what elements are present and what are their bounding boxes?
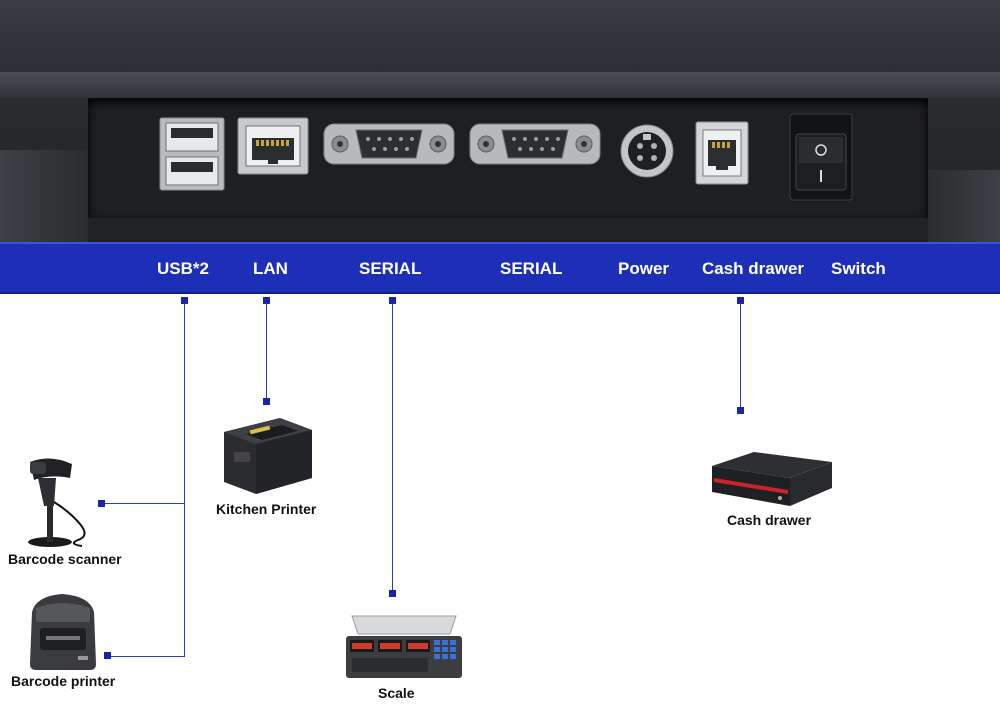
panel-ledge	[0, 72, 1000, 98]
port-label-bar: USB*2 LAN SERIAL SERIAL Power Cash drawe…	[0, 242, 1000, 294]
terminal-back-panel	[0, 0, 1000, 245]
usb-port-icon	[159, 117, 225, 191]
connector-dot-barcode-printer	[104, 652, 111, 659]
connector-line-usb	[184, 303, 185, 657]
barcode-scanner-icon	[28, 458, 86, 547]
connector-line-lan	[266, 303, 267, 399]
connector-dot-cash-drawer-port	[737, 297, 744, 304]
panel-top	[0, 0, 1000, 72]
serial-port-icon	[323, 123, 455, 165]
connector-dot-kitchen-printer	[263, 398, 270, 405]
device-label-barcode-printer: Barcode printer	[11, 673, 116, 689]
connector-dot-cash-drawer	[737, 407, 744, 414]
device-label-kitchen-printer: Kitchen Printer	[216, 501, 317, 517]
rocker-switch-icon[interactable]	[789, 113, 853, 201]
cash-drawer-icon	[712, 452, 832, 506]
device-label-barcode-scanner: Barcode scanner	[8, 551, 122, 567]
port-label-switch: Switch	[831, 259, 886, 278]
device-label-scale: Scale	[378, 685, 415, 701]
connector-line-scanner	[104, 503, 184, 504]
lan-port-icon	[237, 117, 309, 175]
device-label-cash-drawer: Cash drawer	[727, 512, 812, 528]
connector-dot-usb	[181, 297, 188, 304]
port-label-serial-2: SERIAL	[500, 259, 563, 278]
serial-port-icon	[469, 123, 601, 165]
connector-dot-scanner	[98, 500, 105, 507]
panel-foot-left	[0, 150, 88, 245]
port-label-power: Power	[618, 259, 670, 278]
port-label-serial-1: SERIAL	[359, 259, 422, 278]
port-label-lan: LAN	[253, 259, 288, 278]
connector-dot-scale	[389, 590, 396, 597]
connector-line-cash-drawer	[740, 303, 741, 409]
connector-dot-serial	[389, 297, 396, 304]
port-label-usb: USB*2	[157, 259, 209, 278]
power-port-icon	[620, 124, 674, 178]
panel-foot-right	[928, 170, 1000, 245]
weighing-scale-icon	[346, 615, 462, 678]
connector-dot-lan	[263, 297, 270, 304]
connector-line-serial	[392, 303, 393, 593]
connector-line-barcode-printer	[108, 656, 184, 657]
label-printer-icon	[30, 594, 96, 670]
port-label-cash-drawer: Cash drawer	[702, 259, 805, 278]
thermal-printer-icon	[224, 418, 312, 494]
rj11-port-icon	[695, 121, 749, 185]
